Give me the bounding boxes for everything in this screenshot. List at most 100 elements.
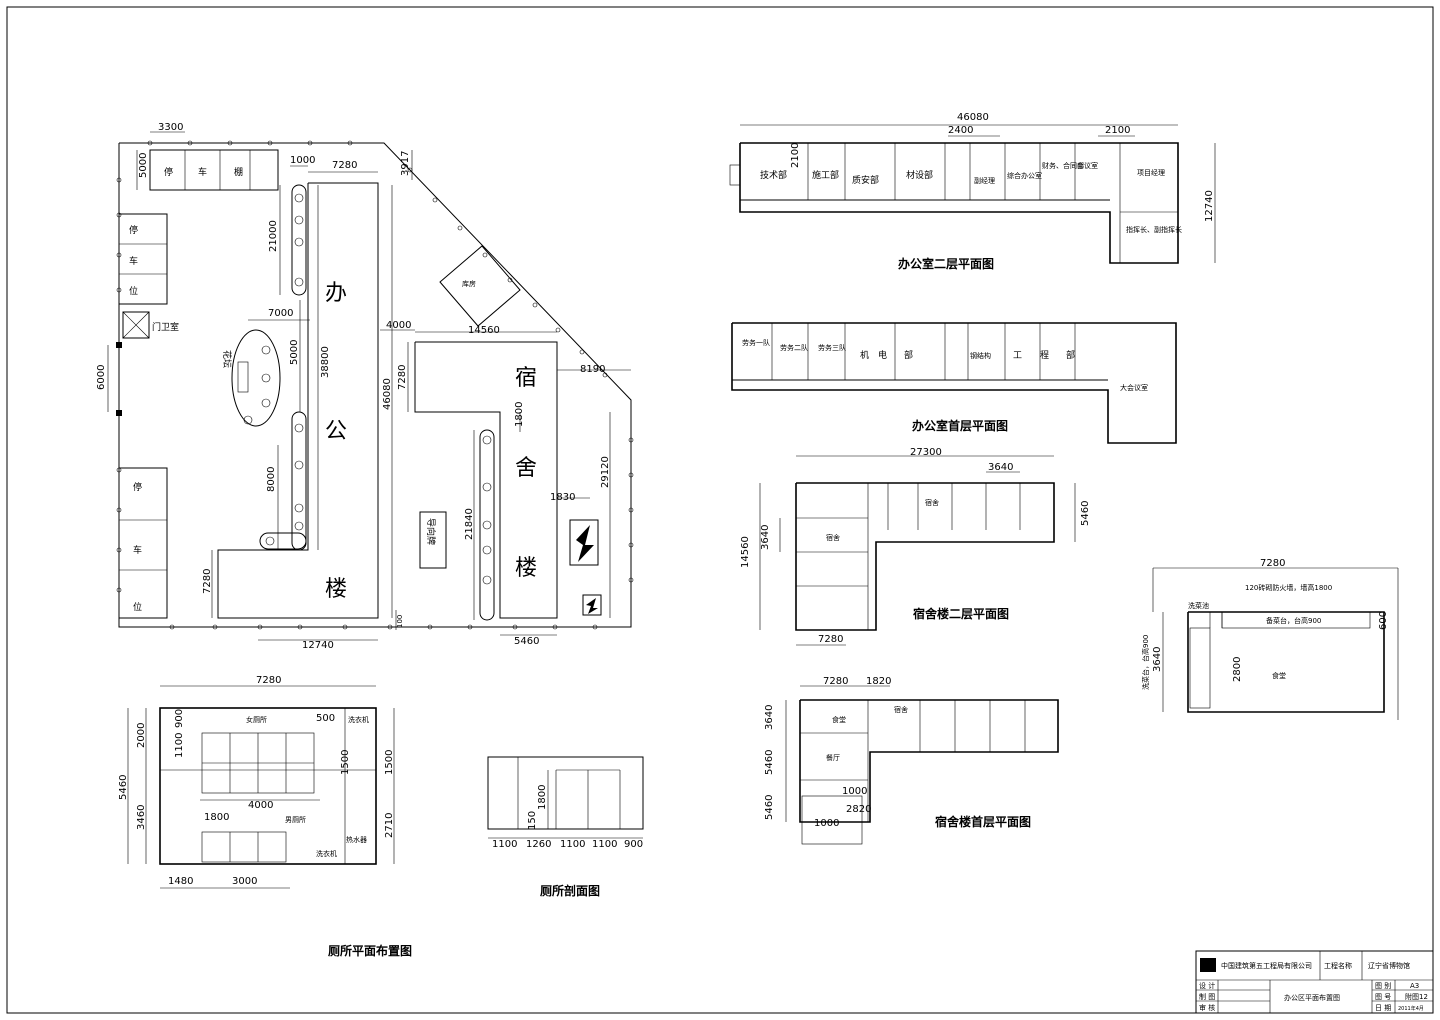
dimension: 500 [316,713,335,724]
green-belt [259,532,307,550]
room-label: 劳务三队 [818,343,846,352]
power-icon [586,598,598,614]
dimension: 46080 [957,112,989,123]
right-label: 日 期 [1375,1004,1391,1012]
room-label: 项目经理 [1137,168,1165,177]
dorm-1f-plan: 7280 1820 3640 5460 5460 1000 1000 2820 … [764,676,1059,845]
canteen-label: 120砖砌防火墙，墙高1800 [1245,583,1332,592]
dorm-char: 宿 [515,366,537,391]
dormitory-building [414,341,558,619]
dimension: 1500 [384,750,395,775]
office-char: 办 [325,281,347,306]
dimension: 600 [1378,611,1389,630]
dimension: 1000 [842,786,867,797]
room-label: 工 [1013,351,1022,361]
dimension: 3000 [232,876,257,887]
dimension: 2100 [1105,125,1130,136]
stalls-female [201,732,315,794]
office-2f-outline [739,142,1179,264]
canteen-label: 食堂 [1272,671,1286,680]
tree-icons [265,193,492,585]
room-label: 劳务一队 [742,338,770,347]
green-belt [291,184,307,296]
distribution-box [569,519,599,566]
room-label: 指挥长、副指挥长 [1126,225,1182,234]
gate-room [122,311,150,339]
dimension: 3640 [1152,647,1163,672]
toilet-plan: 女厕所 男厕所 洗衣机 洗衣机 热水器 7280 2000 900 1100 5… [118,675,412,958]
canteen-label: 洗菜池 [1188,601,1209,610]
parking-char: 车 [129,255,138,267]
room-label: 钢结构 [970,351,991,360]
dimension: 7000 [268,308,293,319]
parking-area-lower [118,467,168,619]
company-name: 中国建筑第五工程局有限公司 [1221,961,1312,970]
distribution-box [582,594,602,616]
dimension: 3640 [764,705,775,730]
canteen-outline [1187,611,1385,713]
dimension: 12740 [1204,190,1215,222]
dimension: 8190 [580,364,605,375]
room-label: 副经理 [974,176,995,185]
toilet-section-title: 厕所剖面图 [540,883,600,898]
room-label: 财务、合同部 [1042,161,1084,170]
parking-char: 车 [198,166,207,178]
canteen-plan: 7280 3640 2800 600 洗菜池 120砖砌防火墙，墙高1800 备… [1141,558,1399,720]
dimension: 3640 [988,462,1013,473]
office-1f-plan: 劳务一队 劳务二队 劳务三队 机 电 部 钢结构 工 程 部 大会议室 办公室首… [731,322,1177,444]
dimension: 7280 [202,569,213,594]
wash-counter [1189,627,1211,709]
dorm-2f-plan: 27300 3640 14560 3640 5460 7280 宿舍 宿舍 宿舍… [740,447,1091,646]
dimension: 2400 [948,125,973,136]
room-label: 电 [878,349,887,361]
row-label: 制 图 [1199,992,1215,1001]
dimension: 1480 [168,876,193,887]
dimension: 1000 [290,155,315,166]
dimension: 2710 [384,813,395,838]
notice-board [419,511,447,569]
room-label: 综合办公室 [1007,171,1042,180]
dimension: 7280 [1260,558,1285,569]
parking-char: 棚 [234,166,243,178]
dimension: 1100 [174,733,185,758]
row-label: 审 核 [1199,1003,1215,1012]
dimension: 5460 [1080,501,1091,526]
office-1f-outline [731,322,1177,444]
green-belt [479,429,495,621]
stalls-male [201,831,287,863]
dimension: 8000 [266,467,277,492]
room-label: 劳务二队 [780,343,808,352]
dimension: 1100 [592,839,617,850]
parking-char: 停 [133,481,142,493]
room-label: 会议室 [1077,161,1098,170]
notice-board-label: 导向牌 [425,518,437,545]
dorm-1f-title: 宿舍楼首层平面图 [935,814,1031,829]
project-label: 工程名称 [1324,961,1352,970]
dimension: 2000 [136,723,147,748]
room-label: 食堂 [832,715,846,724]
dimension: 3460 [136,805,147,830]
dimension: 5460 [764,750,775,775]
dorm-2f-outline [795,482,1055,631]
room-label: 宿舍 [894,705,908,714]
dimension: 1260 [526,839,551,850]
dimension: 1500 [340,750,351,775]
dorm-2f-title: 宿舍楼二层平面图 [913,606,1009,621]
room-label: 部 [1066,349,1075,361]
dimension: 7280 [818,634,843,645]
right-label: 图 号 [1375,993,1391,1001]
title-block-frame [1195,950,1434,1014]
dimension: 2800 [1232,657,1243,682]
dimension: 5000 [138,153,149,178]
toilet-section-outline [487,756,644,830]
office-1f-title: 办公室首层平面图 [912,418,1008,433]
row-label: 设 计 [1199,981,1215,990]
dimension: 5460 [118,775,129,800]
garden-label: 花坛 [221,350,233,368]
office-char: 楼 [325,577,347,602]
toilet-outline [159,707,377,865]
site-fence [118,142,632,628]
dimension: 4000 [248,800,273,811]
parking-char: 位 [133,601,142,613]
dimension: 7280 [397,365,408,390]
